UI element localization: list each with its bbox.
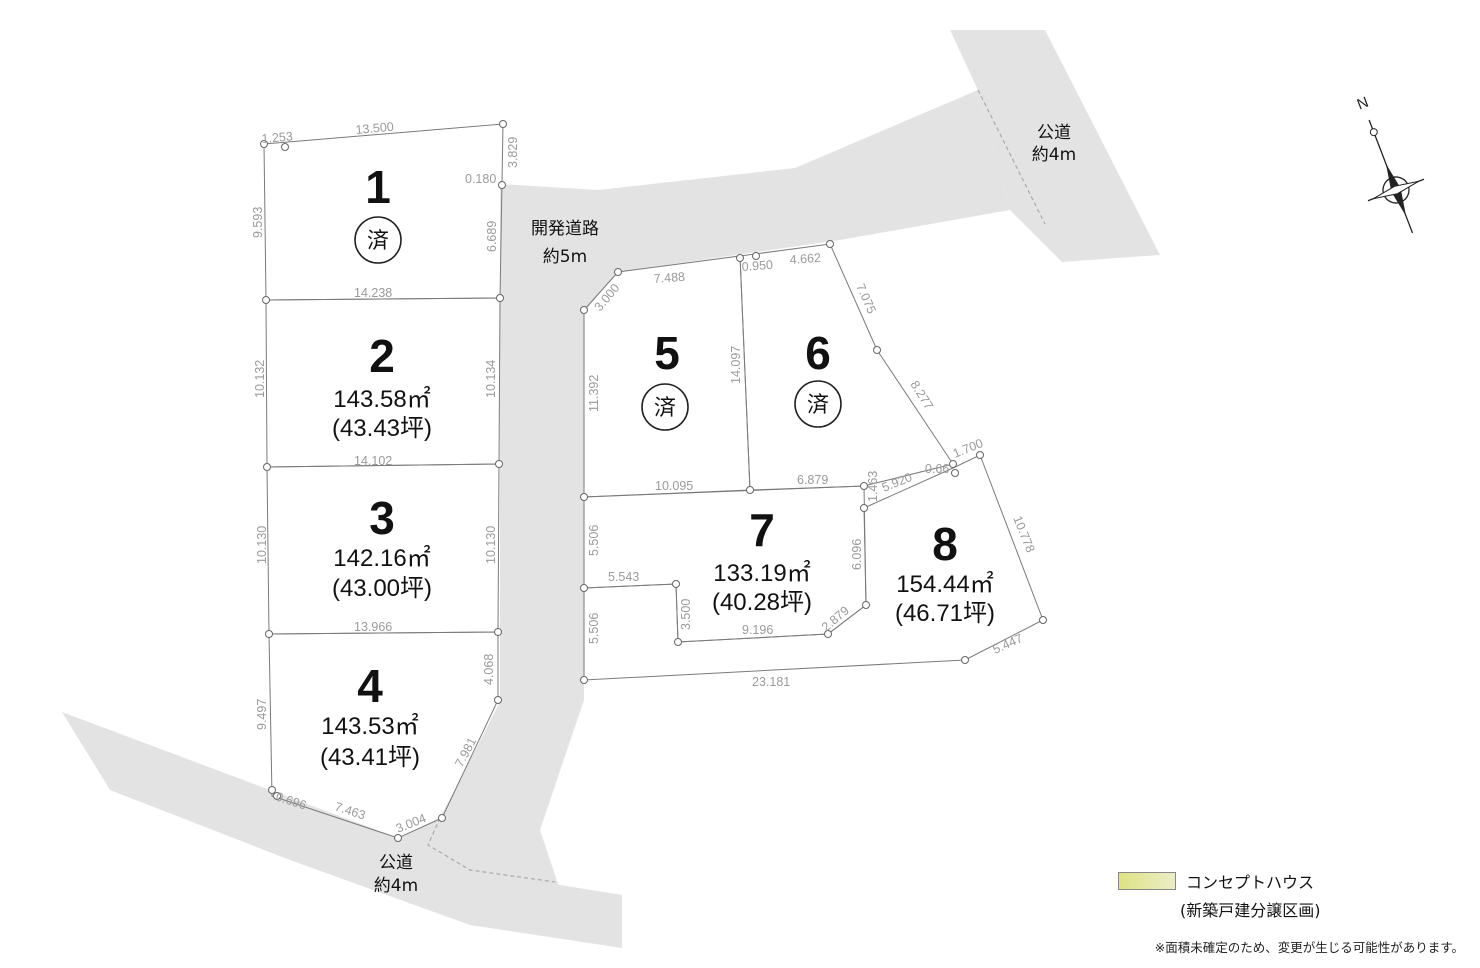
lot-6-label: 6 済 xyxy=(794,327,842,428)
dim-14-102: 14.102 xyxy=(354,454,392,468)
lot-8-area-tsubo: (46.71坪) xyxy=(895,600,995,627)
lot-6-parcel[interactable] xyxy=(739,243,954,491)
compass-north-label: N xyxy=(1355,94,1371,114)
disclaimer-note: ※面積未確定のため、変更が生じる可能性があります。 xyxy=(1154,940,1464,955)
dim-4-662: 4.662 xyxy=(789,251,821,267)
dim-23-181: 23.181 xyxy=(752,675,790,689)
dim-9-196: 9.196 xyxy=(742,623,773,637)
lot-4-label: 4 143.53㎡ (43.41坪) xyxy=(320,660,420,771)
lot-1-number: 1 xyxy=(365,161,391,213)
dim-13-966: 13.966 xyxy=(354,620,392,634)
lot-8-label: 8 154.44㎡ (46.71坪) xyxy=(895,518,995,627)
lot-3-area-tsubo: (43.00坪) xyxy=(332,575,432,602)
dim-14-238: 14.238 xyxy=(354,286,392,300)
dim-9-497: 9.497 xyxy=(255,699,269,730)
dim-5-920: 5.920 xyxy=(880,470,914,495)
dim-6-689: 6.689 xyxy=(485,221,499,252)
dim-2-879: 2.879 xyxy=(819,603,852,634)
lot-6-sold-badge xyxy=(794,380,842,428)
lot-8-parcel[interactable] xyxy=(583,454,1044,681)
development-road-label-2: 約5m xyxy=(543,247,587,267)
lot-7-area-m2: 133.19㎡ xyxy=(713,560,810,587)
dim-3-829: 3.829 xyxy=(506,137,520,168)
lot-4-area-tsubo: (43.41坪) xyxy=(320,744,420,771)
lot-6-number: 6 xyxy=(805,327,831,379)
legend-label: コンセプトハウス xyxy=(1186,873,1315,892)
dim-10-130-right: 10.130 xyxy=(484,526,498,564)
dim-10-095: 10.095 xyxy=(655,479,693,493)
lot-5-sold-badge xyxy=(641,383,689,431)
dim-4-068: 4.068 xyxy=(482,654,496,685)
dim-1-463: 1.463 xyxy=(866,471,880,502)
lot-3-area-m2: 142.16㎡ xyxy=(333,545,430,572)
dim-5-543: 5.543 xyxy=(608,570,639,584)
road-boundary-dashed-bottom xyxy=(427,817,556,883)
dim-7-488: 7.488 xyxy=(653,270,685,286)
lot-2-label: 2 143.58㎡ (43.43坪) xyxy=(332,330,432,442)
lot-5-sold-text: 済 xyxy=(654,396,676,421)
dim-10-130-left: 10.130 xyxy=(255,526,269,564)
road-boundary-dashed-top xyxy=(977,89,1046,225)
dim-6-879: 6.879 xyxy=(797,473,828,487)
dim-0-180: 0.180 xyxy=(465,172,496,186)
dim-9-593: 9.593 xyxy=(251,207,265,238)
dim-14-097: 14.097 xyxy=(729,346,743,384)
public-road-top-label-2: 約4m xyxy=(1032,145,1076,165)
lot-3-label: 3 142.16㎡ (43.00坪) xyxy=(332,492,432,602)
dim-7-075: 7.075 xyxy=(853,282,879,316)
dim-1-253: 1.253 xyxy=(261,129,293,146)
legend: コンセプトハウス (新築戸建分譲区画) xyxy=(1118,869,1321,921)
lot-7-label: 7 133.19㎡ (40.28坪) xyxy=(712,504,812,616)
legend-swatch-concept-house xyxy=(1118,872,1176,890)
public-road-bottom-label-1: 公道 xyxy=(379,853,413,873)
lot-8-area-m2: 154.44㎡ xyxy=(896,571,993,598)
lot-6-sold-text: 済 xyxy=(807,393,829,418)
dim-5-506-upper: 5.506 xyxy=(587,525,601,556)
dim-6-096: 6.096 xyxy=(850,539,864,570)
lot-3-number: 3 xyxy=(369,492,395,544)
public-road-top-label-1: 公道 xyxy=(1037,123,1071,143)
lot-7-area-tsubo: (40.28坪) xyxy=(712,589,812,616)
lot-2-area-tsubo: (43.43坪) xyxy=(332,415,432,442)
lot-8-number: 8 xyxy=(932,518,958,570)
lot-5-label: 5 済 xyxy=(641,327,689,431)
lot-2-number: 2 xyxy=(369,330,395,382)
dim-10-132: 10.132 xyxy=(253,360,267,398)
dim-10-778: 10.778 xyxy=(1010,514,1037,555)
dim-11-392: 11.392 xyxy=(587,375,601,412)
lot-4-number: 4 xyxy=(357,660,383,712)
dim-0-950: 0.950 xyxy=(741,258,773,274)
development-road-label-1: 開発道路 xyxy=(531,219,599,239)
lot-1-sold-badge xyxy=(354,216,402,264)
public-road-bottom-label-2: 約4m xyxy=(374,876,418,896)
dim-0-66: 0.66 xyxy=(925,462,949,476)
development-road xyxy=(440,90,1010,890)
dim-13-500: 13.500 xyxy=(355,120,394,137)
boundary-markers xyxy=(260,120,1047,842)
dim-8-277: 8.277 xyxy=(907,378,935,412)
lot-5-number: 5 xyxy=(654,327,680,379)
dim-5-447: 5.447 xyxy=(991,631,1025,657)
compass-icon: N xyxy=(1355,94,1425,234)
legend-sublabel: (新築戸建分譲区画) xyxy=(1180,901,1321,920)
dim-10-134: 10.134 xyxy=(484,360,498,398)
public-road-bottom xyxy=(62,712,622,948)
lot-7-number: 7 xyxy=(749,504,775,556)
dim-3-500: 3.500 xyxy=(679,599,693,630)
lot-1-label: 1 済 xyxy=(354,161,402,264)
lot-4-area-m2: 143.53㎡ xyxy=(321,713,418,740)
lot-1-sold-text: 済 xyxy=(367,229,389,254)
lot-2-area-m2: 143.58㎡ xyxy=(333,386,430,413)
public-road-top xyxy=(950,30,1160,262)
dim-5-506-lower: 5.506 xyxy=(587,613,601,644)
